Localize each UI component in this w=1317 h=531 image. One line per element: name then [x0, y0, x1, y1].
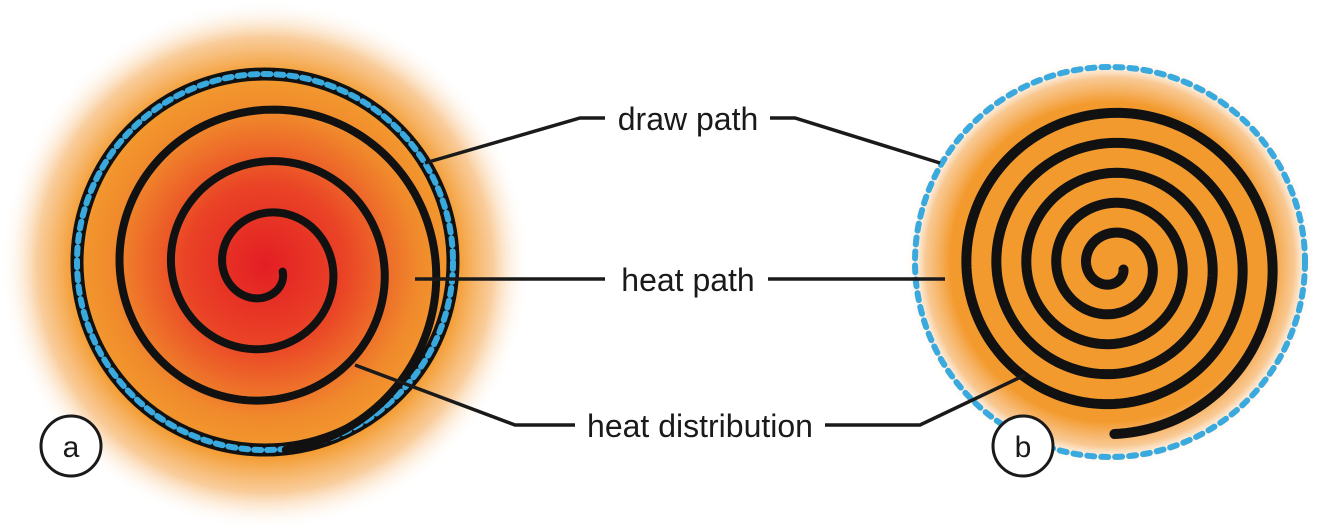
leader-draw-path-a: [424, 116, 605, 165]
heat-path-spiral-b: [961, 107, 1278, 439]
badge-a-label: a: [63, 431, 80, 464]
draw-path-a: [74, 71, 456, 453]
badge-a: a: [39, 414, 103, 478]
leader-heat-distribution-b: [825, 373, 1026, 427]
leader-draw-path-b: [770, 116, 941, 165]
badge-b: b: [991, 414, 1055, 478]
label-draw-path: draw path: [618, 101, 759, 137]
badge-b-label: b: [1015, 431, 1032, 464]
label-heat-distribution: heat distribution: [587, 408, 813, 444]
draw-path-b: [912, 64, 1308, 460]
heat-path-spiral-a: [115, 105, 441, 454]
label-heat-path: heat path: [621, 262, 754, 298]
leader-heat-distribution-a: [354, 363, 575, 427]
